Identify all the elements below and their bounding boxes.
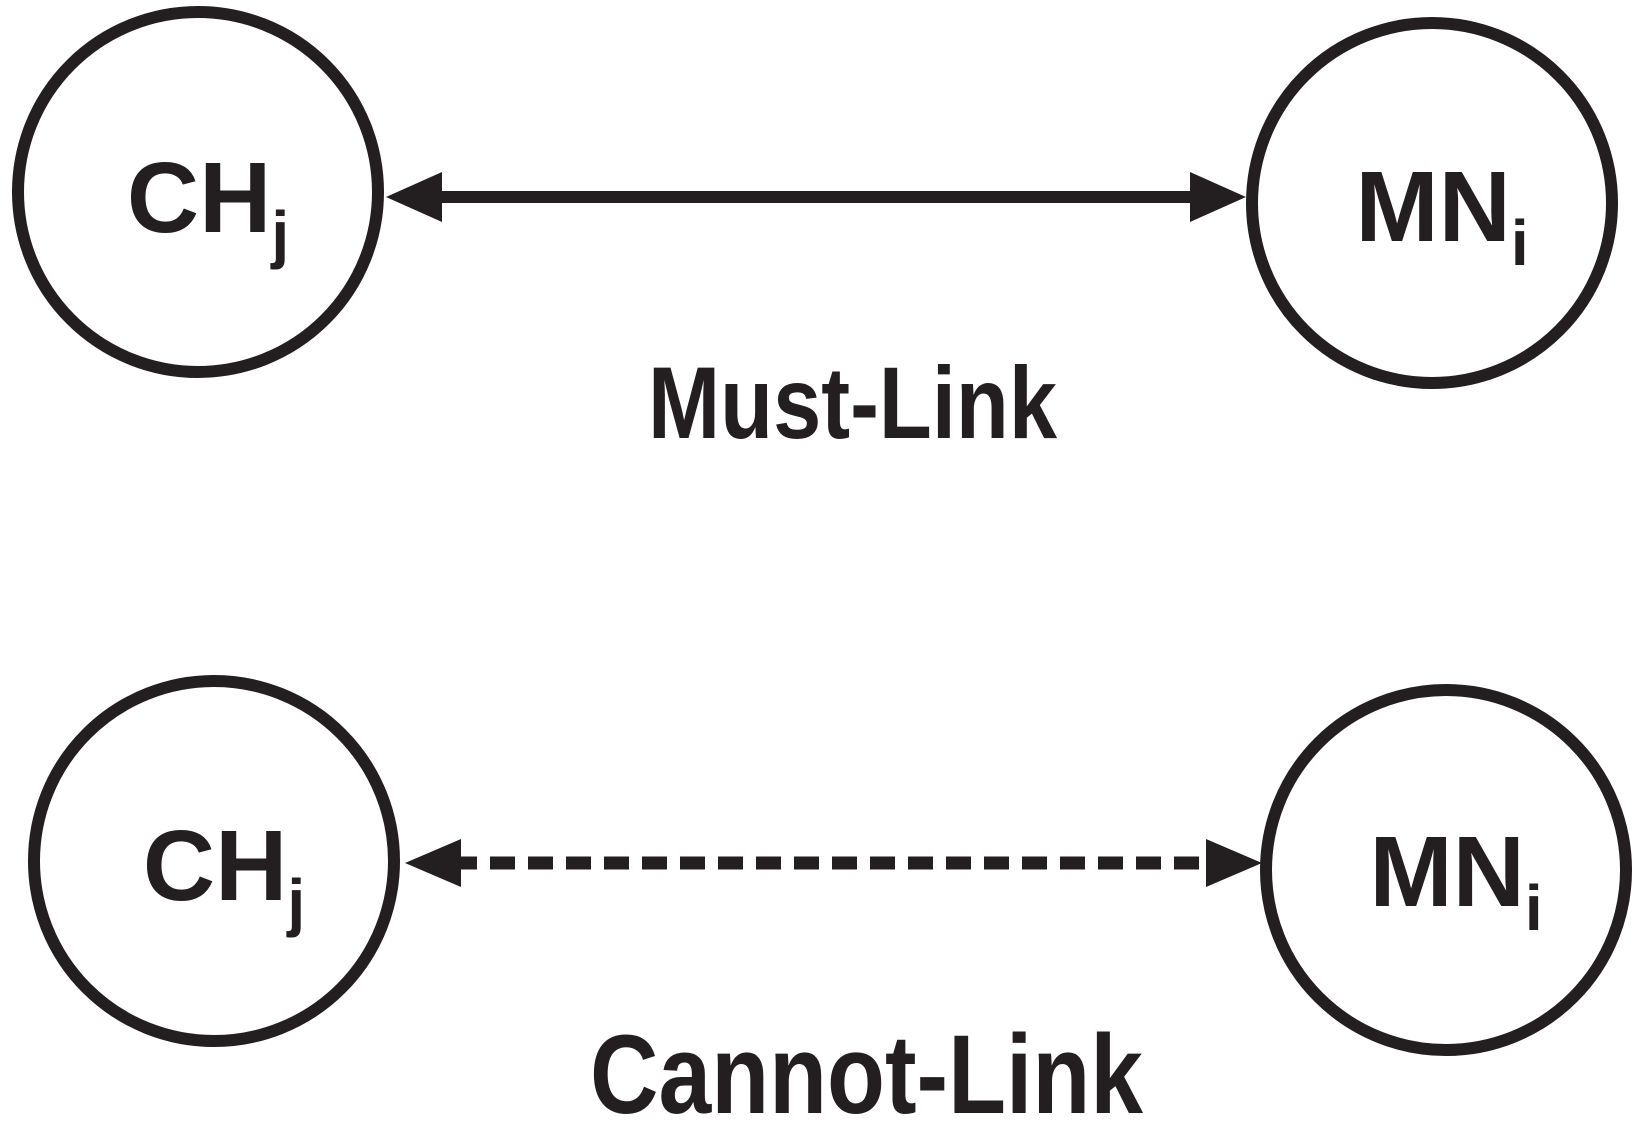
node-label-chj: CHj — [127, 142, 289, 270]
cannot-link-section: CHj MNi Cannot-Link — [28, 675, 1632, 1130]
node-circle-chj — [12, 6, 384, 378]
node-label-main: CH — [143, 810, 287, 922]
arrowhead-left-icon — [405, 839, 461, 887]
must-link-section: CHj MNi Must-Link — [12, 6, 1618, 460]
node-label-mni: MNi — [1369, 816, 1542, 944]
arrowhead-left-icon — [386, 172, 442, 222]
node-label-main: CH — [127, 142, 271, 254]
node-label-main: MN — [1369, 816, 1525, 928]
node-circle-mni — [1246, 17, 1618, 389]
must-link-right-node: MNi — [1246, 17, 1618, 389]
cannot-link-right-node: MNi — [1260, 684, 1632, 1056]
node-label-chj: CHj — [143, 810, 305, 938]
cannot-link-left-node: CHj — [28, 675, 400, 1047]
node-label-subscript: j — [286, 866, 305, 938]
node-label-main: MN — [1355, 151, 1511, 263]
arrowhead-right-icon — [1190, 172, 1246, 222]
node-label-subscript: i — [1511, 207, 1529, 279]
must-link-label: Must-Link — [648, 346, 1057, 460]
node-label-subscript: i — [1525, 872, 1543, 944]
cannot-link-label: Cannot-Link — [590, 1012, 1144, 1130]
node-label-subscript: j — [270, 198, 289, 270]
node-circle-chj — [28, 675, 400, 1047]
cannot-link-arrow — [405, 839, 1262, 887]
node-label-mni: MNi — [1355, 151, 1528, 279]
must-link-arrow — [386, 172, 1246, 222]
node-circle-mni — [1260, 684, 1632, 1056]
must-link-left-node: CHj — [12, 6, 384, 378]
arrowhead-right-icon — [1206, 839, 1262, 887]
